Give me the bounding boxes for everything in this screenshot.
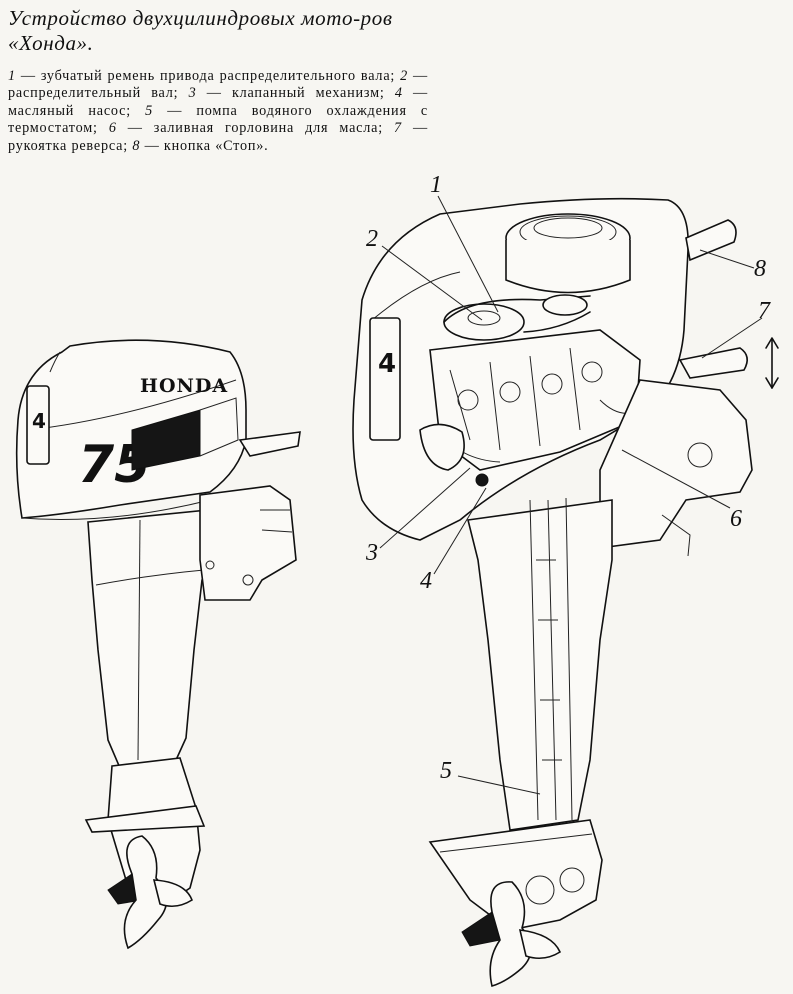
legend-text-7: рукоятка реверса;: [8, 137, 128, 154]
legend-text-8: кнопка «Стоп».: [163, 137, 269, 154]
callout-1: 1: [430, 172, 442, 198]
legend-num-2: 2: [400, 68, 409, 84]
left-badge-digit: 4: [32, 409, 46, 433]
left-brand-label: HONDA: [140, 375, 228, 397]
left-badge-panel: [26, 385, 50, 465]
right-lower-unit: [428, 819, 603, 931]
right-cam-pulley: [443, 303, 525, 341]
legend-num-8: 8: [132, 137, 141, 154]
left-outboard-motor: 4 HONDA 75: [15, 339, 301, 950]
callout-4: 4: [420, 568, 432, 594]
right-outboard-cutaway: 4: [352, 197, 779, 988]
figure-caption: Устройство двухцилиндровых мото-ров «Хон…: [8, 6, 428, 155]
callout-6: 6: [730, 506, 742, 532]
legend-num-6: 6: [108, 120, 117, 137]
right-timing-belt: [443, 295, 591, 323]
legend-text-3: клапанный механизм;: [231, 85, 385, 102]
right-reverse-handle: [678, 347, 748, 379]
right-midsection: [467, 499, 613, 831]
callout-3: 3: [365, 540, 378, 566]
legend-num-3: 3: [188, 85, 197, 102]
left-cavitation-plate: [84, 805, 206, 833]
legend-num-4: 4: [394, 85, 403, 102]
figure-title: Устройство двухцилиндровых мото-ров «Хон…: [8, 6, 393, 55]
legend-num-5: 5: [145, 102, 154, 119]
legend-num-1: 1: [8, 68, 16, 84]
right-badge-digit: 4: [378, 349, 396, 379]
legend-num-7: 7: [394, 120, 402, 137]
callout-5: 5: [440, 758, 452, 784]
legend-text-2: распределительный вал;: [8, 85, 179, 102]
legend-text-5: помпа водяного охлаждения с термостатом;: [8, 102, 428, 137]
legend-text-4: масляный насос;: [8, 102, 132, 119]
right-badge-panel: [369, 317, 401, 441]
legend-text-1: зубчатый ремень привода распредели­тельн…: [40, 68, 396, 84]
left-midsection: [87, 509, 213, 769]
callout-2: 2: [366, 226, 378, 252]
callout-8: 8: [754, 256, 766, 282]
right-valve-mechanism: [419, 423, 465, 471]
callout-leaders: [379, 195, 763, 795]
right-stop-button: [685, 219, 737, 262]
legend-text-6: заливная горловина для масла;: [153, 120, 383, 137]
figure-legend: 1 — зубчатый ремень привода распредели­т…: [8, 68, 428, 154]
callout-7: 7: [758, 298, 771, 324]
left-clamp-bracket: [199, 485, 297, 601]
